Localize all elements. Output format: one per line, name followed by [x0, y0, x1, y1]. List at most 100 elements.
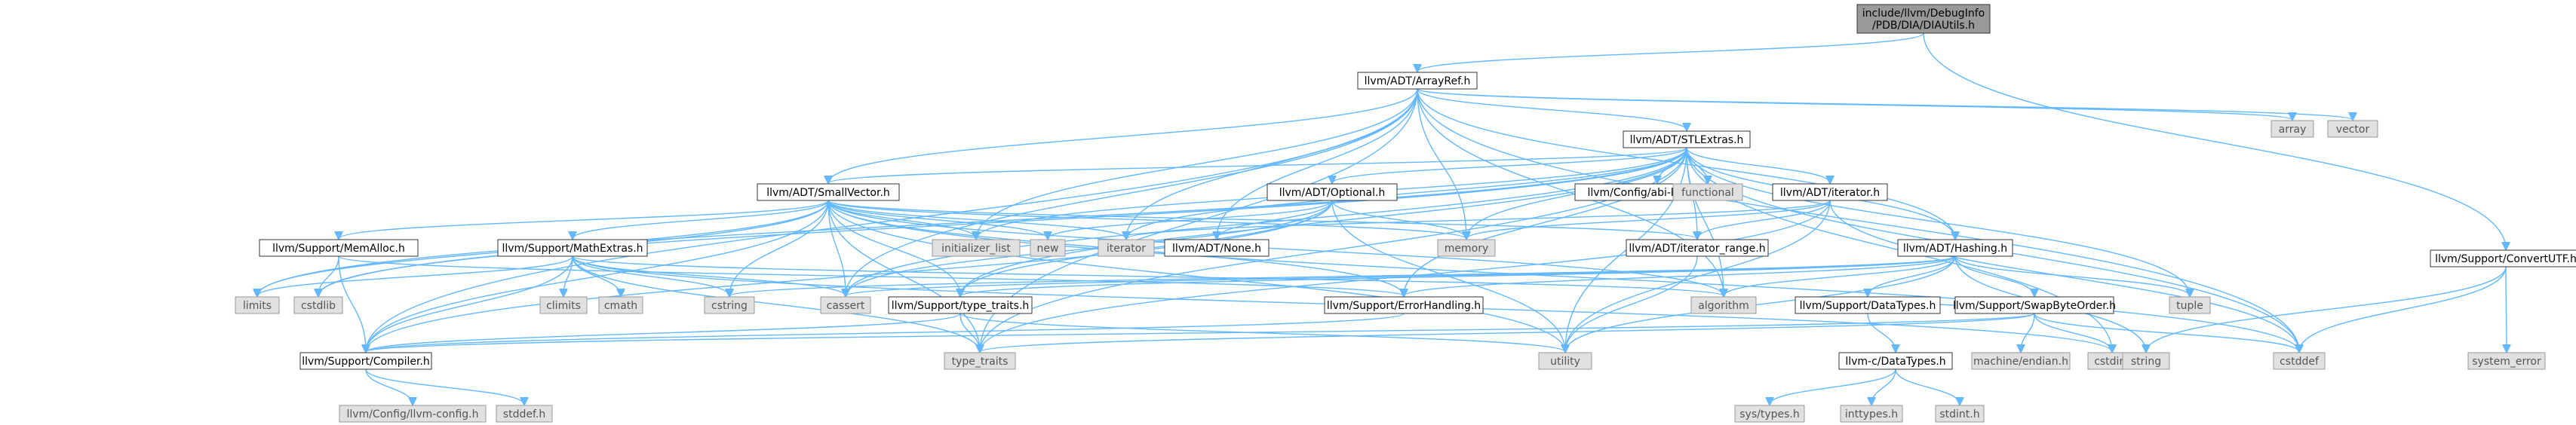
- node-initlist-box: [932, 239, 1021, 257]
- edge-swapbyte-to-cstdint: [2034, 313, 2112, 352]
- node-typetraits-label: type_traits: [952, 356, 1009, 368]
- edge-smallvector-to-memory: [827, 200, 1466, 239]
- node-algorithm-box: [1690, 296, 1757, 314]
- edge-memalloc-to-cstdlib: [318, 255, 339, 296]
- node-smallvector[interactable]: llvm/ADT/SmallVector.h: [757, 183, 900, 201]
- node-cstddef-label: cstddef: [2280, 356, 2320, 368]
- edge-optional-to-new: [1048, 200, 1333, 239]
- node-datatypes-label: llvm/Support/DataTypes.h: [1800, 300, 1936, 312]
- node-cstring-label: cstring: [711, 300, 748, 312]
- node-hashing-box: [1897, 239, 2013, 257]
- edge-optional-to-memory: [1331, 200, 1466, 239]
- node-functional-box: [1672, 183, 1743, 201]
- node-new-box: [1030, 239, 1066, 257]
- node-mathextras-label: llvm/Support/MathExtras.h: [502, 243, 643, 255]
- node-cstdlib-box: [293, 296, 343, 314]
- edge-stlextras-to-smallvector: [828, 147, 1687, 183]
- node-mathextras-box: [497, 239, 648, 257]
- node-limits: limits: [235, 296, 280, 314]
- node-functional-label: functional: [1681, 187, 1734, 199]
- edge-arrayref-to-hashing: [1417, 88, 1955, 239]
- node-iteratorh-label: llvm/ADT/iterator.h: [1780, 187, 1880, 199]
- node-noneh[interactable]: llvm/ADT/None.h: [1164, 239, 1270, 257]
- node-memory-box: [1437, 239, 1496, 257]
- node-cassert: cassert: [820, 296, 871, 314]
- node-vector-label: vector: [2336, 124, 2370, 136]
- node-stlextras[interactable]: llvm/ADT/STLExtras.h: [1623, 130, 1751, 148]
- edge-mathextras-to-climits: [563, 255, 573, 296]
- node-cstdlib: cstdlib: [293, 296, 343, 314]
- node-compiler[interactable]: llvm/Support/Compiler.h: [299, 352, 432, 370]
- node-cassert-box: [820, 296, 871, 314]
- edge-arrayref-to-stlextras: [1417, 88, 1687, 130]
- node-typetraitsh[interactable]: llvm/Support/type_traits.h: [888, 296, 1033, 314]
- node-stdint: stdint.h: [1935, 405, 1985, 423]
- node-iterrange-box: [1626, 239, 1769, 257]
- edge-stlextras-to-iteratorh: [1686, 147, 1830, 183]
- node-new: new: [1030, 239, 1066, 257]
- node-swapbyte-label: llvm/Support/SwapByteOrder.h: [1953, 300, 2116, 312]
- edge-root-to-arrayref: [1417, 32, 1924, 72]
- node-inttypes-box: [1840, 405, 1903, 423]
- node-climits-label: climits: [546, 300, 581, 312]
- edge-datatypes-to-cdatatypes: [1867, 313, 1896, 352]
- node-typetraits-box: [944, 352, 1016, 370]
- node-memory-label: memory: [1445, 243, 1489, 255]
- edge-iteratorh-to-utility: [1565, 200, 1831, 352]
- node-datatypes[interactable]: llvm/Support/DataTypes.h: [1795, 296, 1941, 314]
- node-cdatatypes[interactable]: llvm-c/DataTypes.h: [1838, 352, 1953, 370]
- node-convertutf-label: llvm/Support/ConvertUTF.h: [2435, 253, 2576, 265]
- node-swapbyte[interactable]: llvm/Support/SwapByteOrder.h: [1953, 296, 2116, 314]
- edge-typetraitsh-to-utility: [959, 313, 1565, 352]
- node-typetraitsh-label: llvm/Support/type_traits.h: [892, 300, 1030, 312]
- node-stddef: stddef.h: [496, 405, 553, 423]
- node-string-label: string: [2131, 356, 2161, 368]
- node-hashing[interactable]: llvm/ADT/Hashing.h: [1897, 239, 2013, 257]
- node-errorhandling[interactable]: llvm/Support/ErrorHandling.h: [1324, 296, 1484, 314]
- node-tuple: tuple: [2169, 296, 2211, 314]
- edge-hashing-to-utility: [1565, 255, 1956, 352]
- node-iterrange[interactable]: llvm/ADT/iterator_range.h: [1626, 239, 1769, 257]
- edge-stlextras-to-optional: [1332, 147, 1687, 183]
- node-string: string: [2122, 352, 2170, 370]
- edge-hashing-to-errorhandling: [1404, 255, 1956, 296]
- edge-typetraitsh-to-compiler: [366, 313, 961, 352]
- node-root[interactable]: include/llvm/DebugInfo/PDB/DIA/DIAUtils.…: [1856, 4, 1991, 34]
- edge-iteratorh-to-iterator: [1126, 200, 1831, 239]
- node-errorhandling-box: [1324, 296, 1484, 314]
- edge-smallvector-to-new: [827, 200, 1048, 239]
- edge-optional-to-noneh: [1217, 200, 1333, 239]
- edge-arrayref-to-memory: [1417, 88, 1466, 239]
- node-machineendian-label: machine/endian.h: [1973, 356, 2068, 368]
- edge-stlextras-to-cassert: [846, 147, 1687, 296]
- node-memalloc[interactable]: llvm/Support/MemAlloc.h: [259, 239, 419, 257]
- node-swapbyte-box: [1954, 296, 2114, 314]
- edge-smallvector-to-cassert: [827, 200, 846, 296]
- edge-stlextras-to-typetraitsh: [960, 147, 1687, 296]
- node-mathextras[interactable]: llvm/Support/MathExtras.h: [497, 239, 648, 257]
- node-iterator-box: [1098, 239, 1155, 257]
- edge-errorhandling-to-compiler: [366, 313, 1405, 352]
- edge-swapbyte-to-cstddef: [2034, 313, 2299, 352]
- node-optional-box: [1267, 183, 1398, 201]
- node-arrayref[interactable]: llvm/ADT/ArrayRef.h: [1357, 72, 1478, 90]
- node-limits-box: [235, 296, 280, 314]
- node-cmath: cmath: [598, 296, 643, 314]
- node-smallvector-box: [757, 183, 900, 201]
- node-convertutf[interactable]: llvm/Support/ConvertUTF.h: [2430, 249, 2576, 268]
- node-iteratorh[interactable]: llvm/ADT/iterator.h: [1772, 183, 1888, 201]
- edge-swapbyte-to-compiler: [366, 313, 2035, 352]
- node-root-label: include/llvm/DebugInfo: [1862, 8, 1985, 20]
- node-algorithm: algorithm: [1690, 296, 1757, 314]
- edge-mathextras-to-typetraits: [572, 255, 980, 352]
- edge-smallvector-to-cstddef: [827, 200, 2299, 352]
- node-smallvector-label: llvm/ADT/SmallVector.h: [766, 187, 890, 199]
- node-optional[interactable]: llvm/ADT/Optional.h: [1267, 183, 1398, 201]
- edge-convertutf-to-systemerror: [2506, 266, 2507, 352]
- edge-arrayref-to-cstddef: [1417, 88, 2299, 352]
- node-compiler-label: llvm/Support/Compiler.h: [302, 356, 430, 368]
- edge-memalloc-to-errorhandling: [338, 255, 1404, 296]
- node-machineendian: machine/endian.h: [1971, 352, 2071, 370]
- node-arrayref-label: llvm/ADT/ArrayRef.h: [1365, 75, 1471, 87]
